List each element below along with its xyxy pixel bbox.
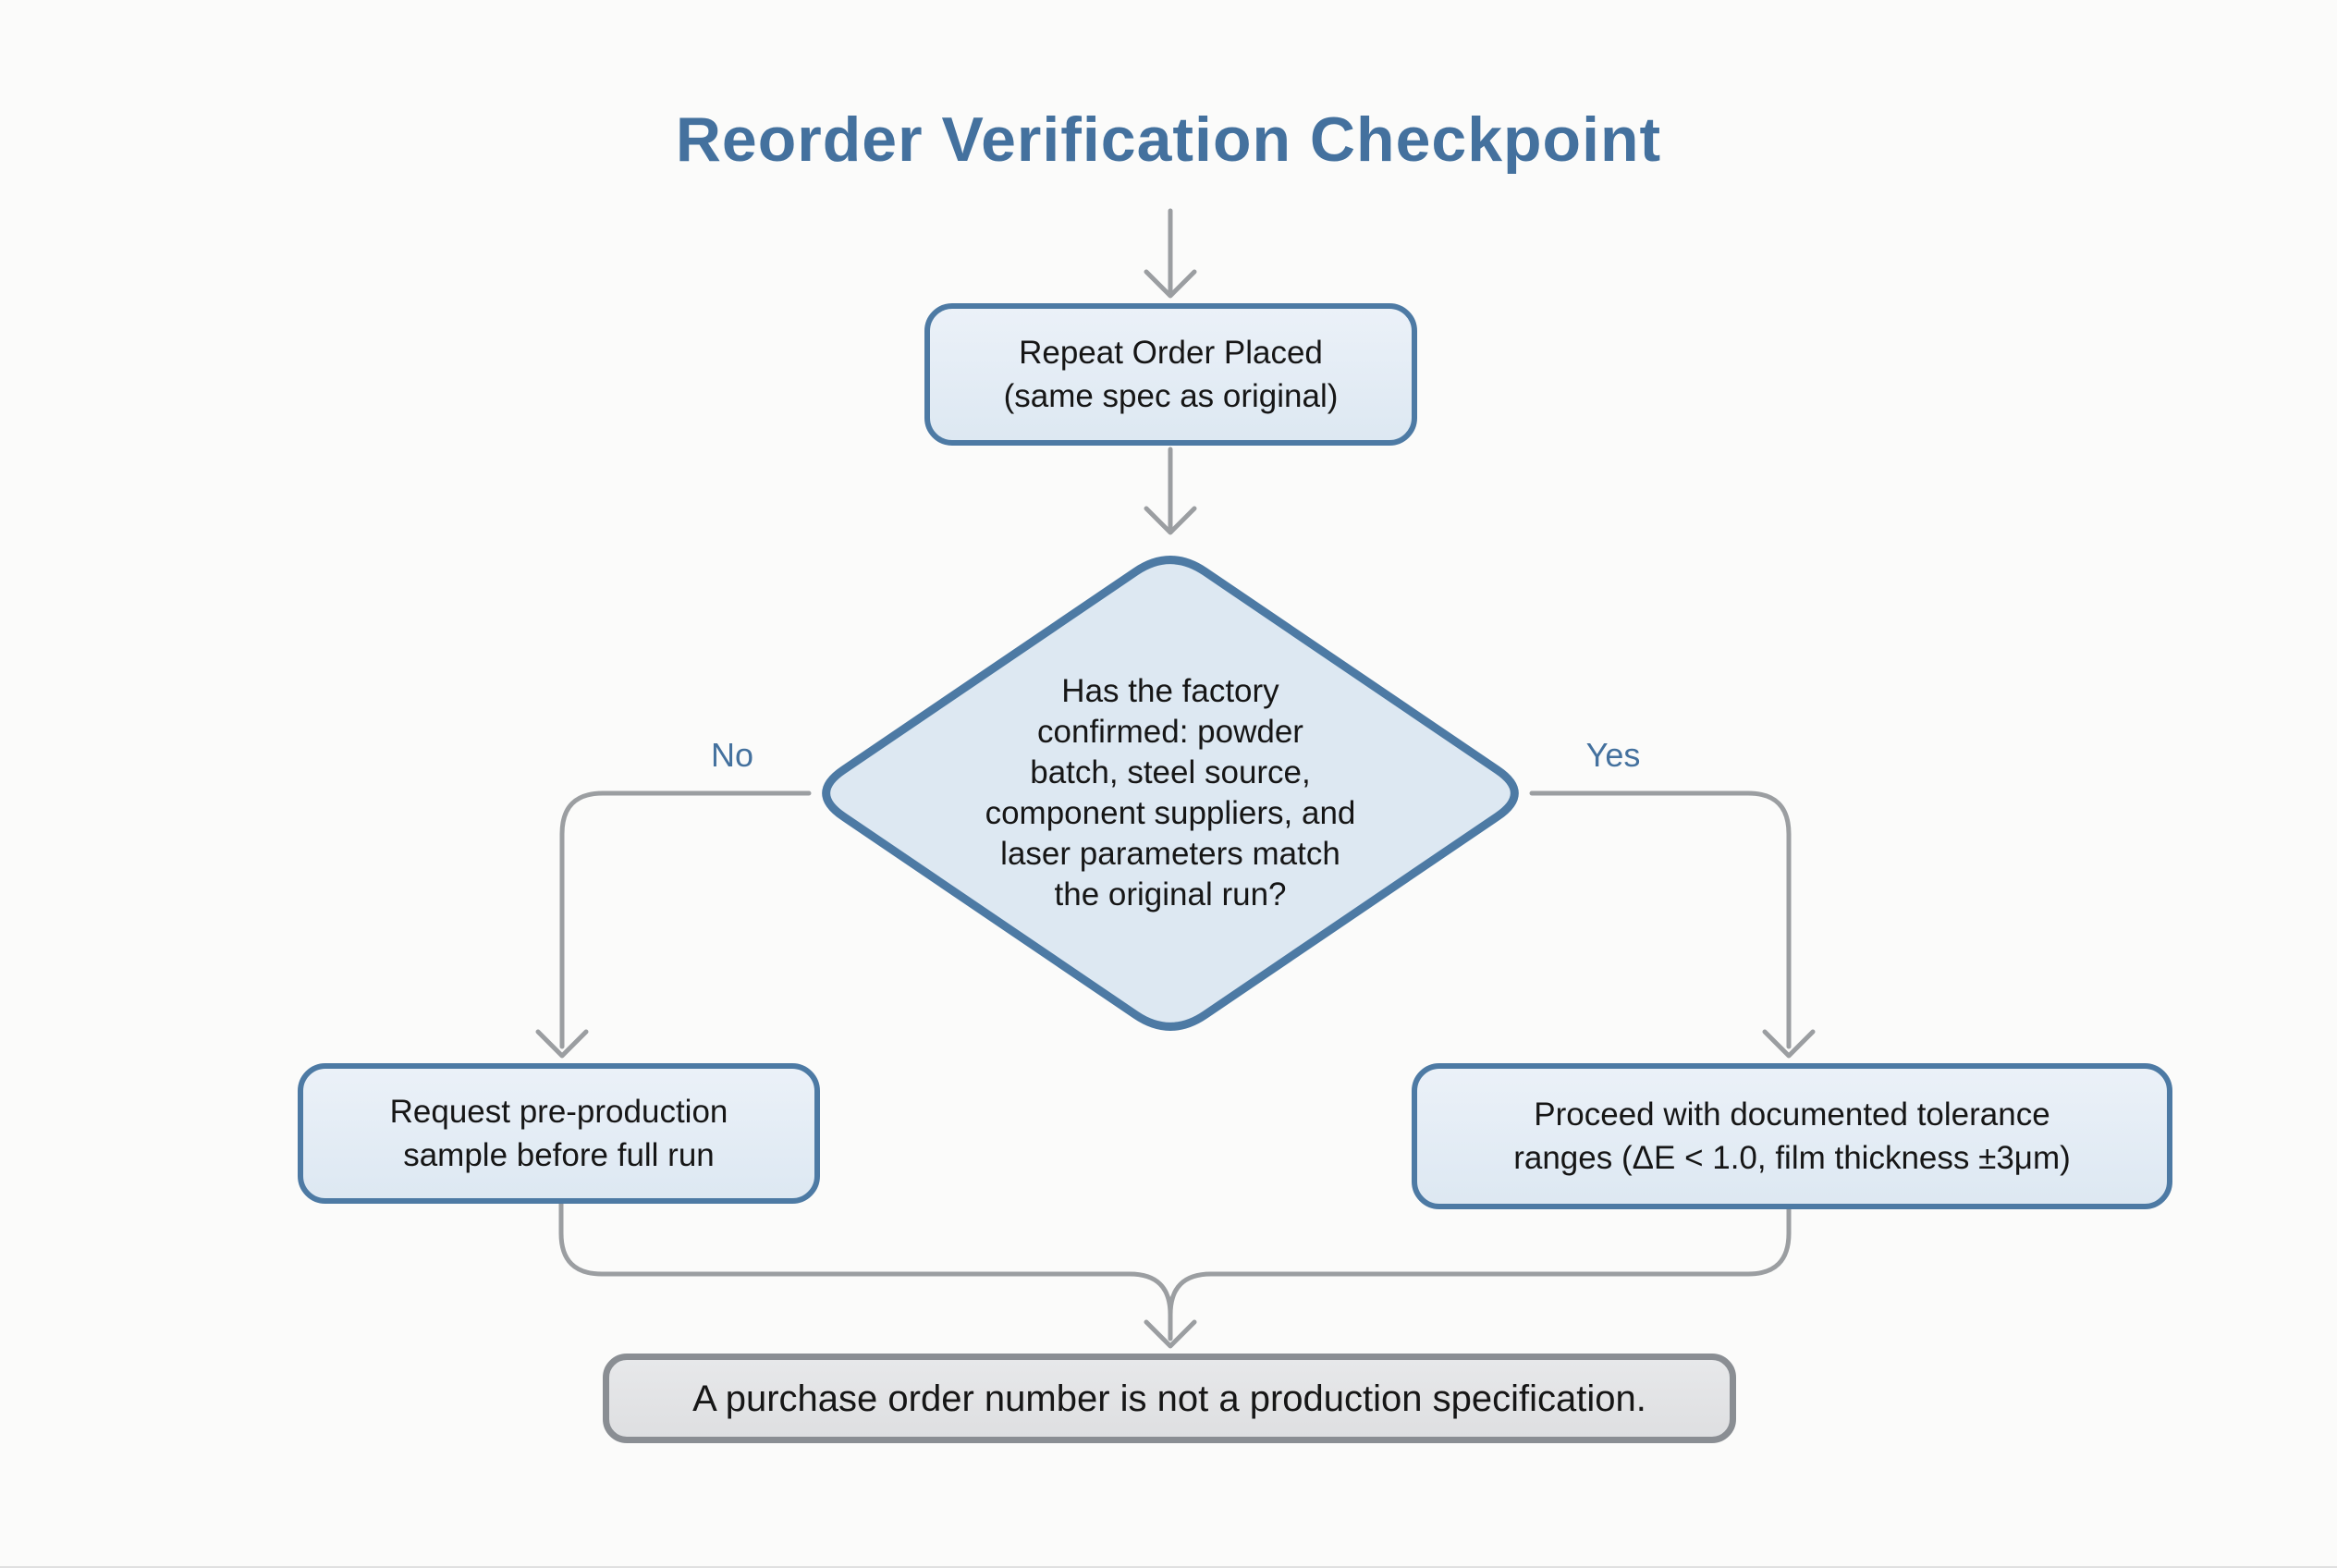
node-text-line: Proceed with documented tolerance [1534, 1096, 2050, 1133]
page-title: Reorder Verification Checkpoint [675, 104, 1662, 175]
connector-no-branch [559, 790, 812, 1049]
node-text-line: Repeat Order Placed [1019, 335, 1323, 371]
branch-label-no: No [710, 736, 754, 774]
node-decision-text: Has the factory confirmed: powder batch,… [875, 671, 1466, 915]
node-text-line: sample before full run [403, 1137, 715, 1173]
connector-merge-right [1168, 1207, 1792, 1317]
bottom-edge-line [0, 1566, 2337, 1568]
node-no-action: Request pre-production sample before ful… [298, 1063, 820, 1204]
node-footer-text: A purchase order number is not a product… [692, 1377, 1646, 1421]
node-text-line: ranges (ΔE < 1.0, film thickness ±3μm) [1513, 1140, 2071, 1176]
node-text-line: A purchase order number is not a product… [692, 1378, 1646, 1419]
node-no-action-text: Request pre-production sample before ful… [390, 1090, 728, 1177]
node-text-line: Request pre-production [389, 1094, 728, 1130]
node-text-line: laser parameters match [1000, 836, 1340, 872]
node-start: Repeat Order Placed (same spec as origin… [924, 303, 1417, 446]
node-yes-action-text: Proceed with documented tolerance ranges… [1513, 1093, 2071, 1180]
node-footer: A purchase order number is not a product… [603, 1354, 1736, 1443]
connector-yes-branch [1529, 790, 1792, 1049]
arrowhead-no-action [535, 1029, 589, 1059]
node-text-line: component suppliers, and [985, 795, 1356, 831]
node-text-line: (same spec as original) [1003, 378, 1339, 414]
node-text-line: batch, steel source, [1030, 754, 1311, 790]
branch-label-yes: Yes [1585, 736, 1641, 774]
node-start-text: Repeat Order Placed (same spec as origin… [1004, 331, 1339, 418]
node-yes-action: Proceed with documented tolerance ranges… [1412, 1063, 2172, 1209]
node-text-line: the original run? [1054, 876, 1287, 913]
arrowhead-decision [1144, 506, 1197, 535]
arrowhead-start [1144, 269, 1197, 299]
node-text-line: confirmed: powder [1037, 714, 1303, 750]
arrowhead-yes-action [1762, 1029, 1816, 1059]
node-text-line: Has the factory [1061, 673, 1279, 709]
arrowhead-footer [1144, 1319, 1197, 1349]
connector-merge-left [558, 1201, 1173, 1341]
